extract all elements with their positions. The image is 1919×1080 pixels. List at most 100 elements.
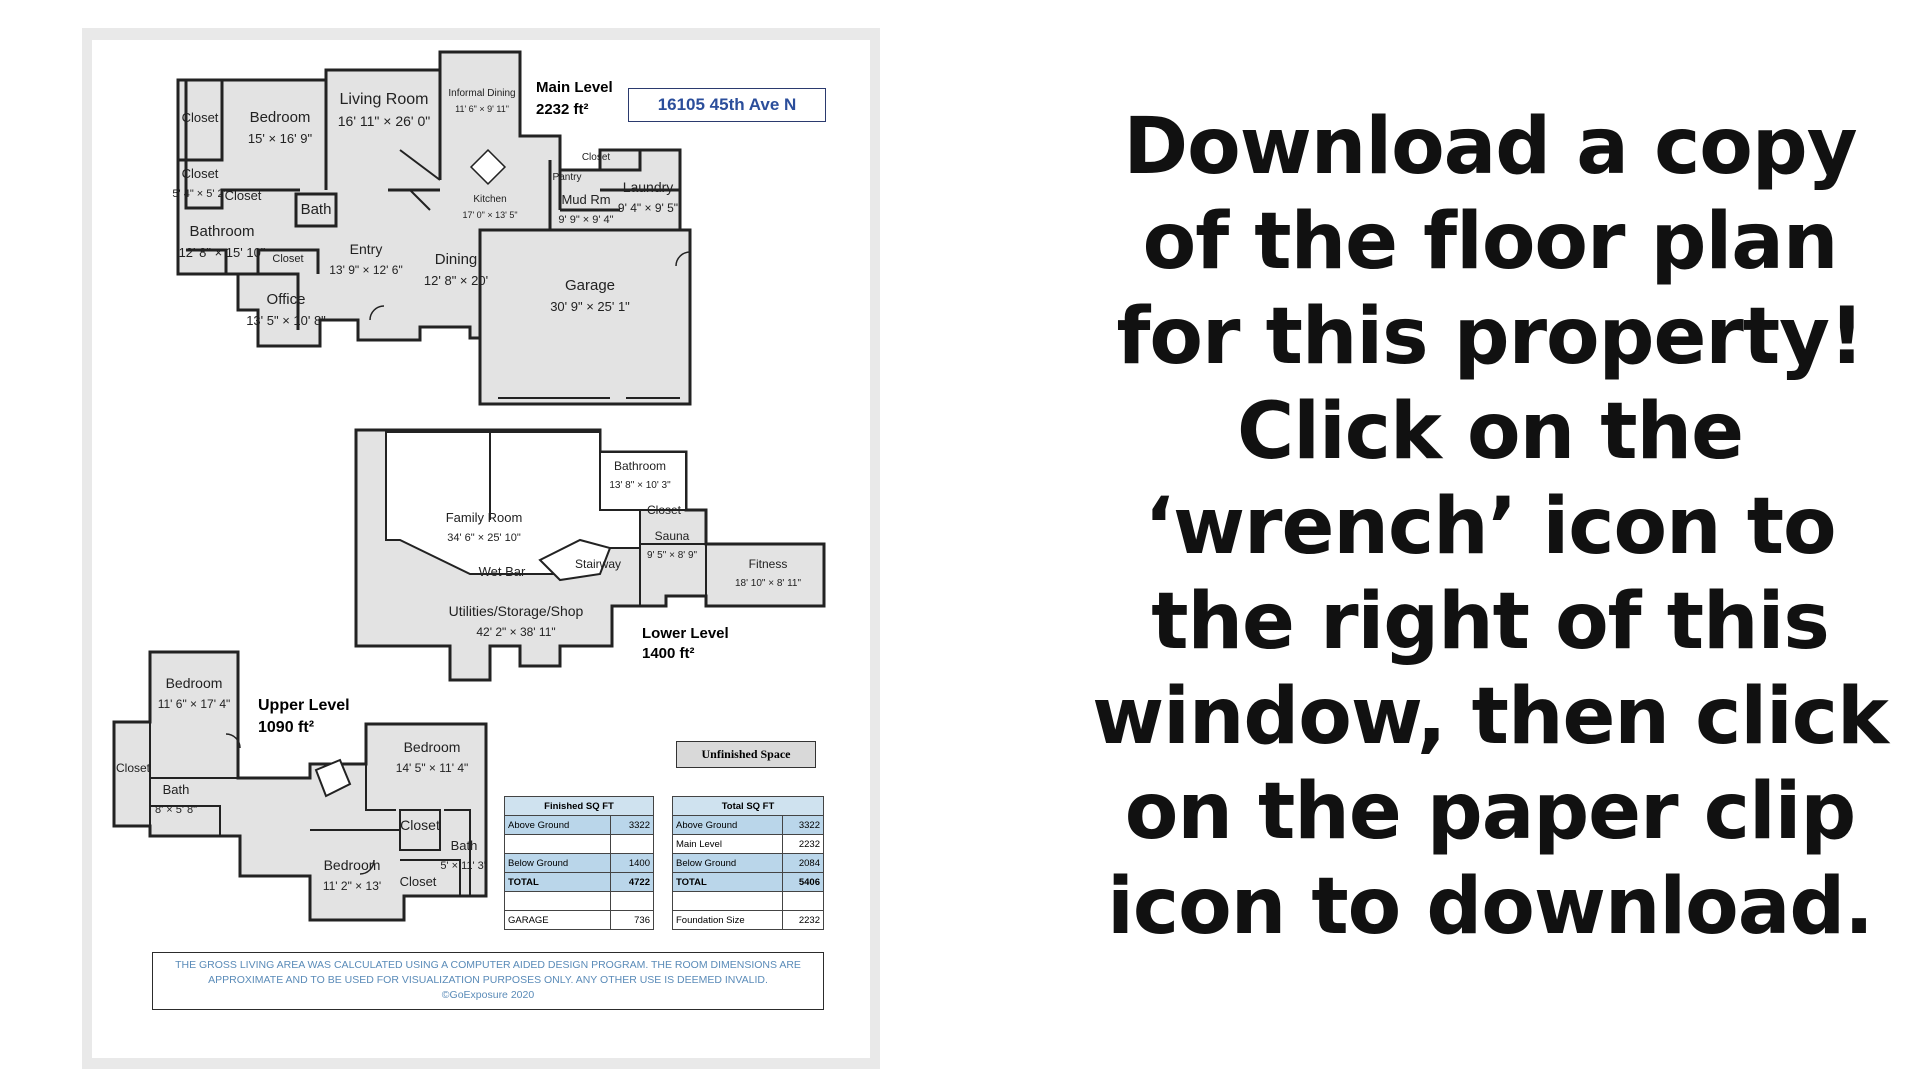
room-dims-up-bath-1: 8' × 5' 8" — [155, 804, 197, 816]
message-line: icon to download. — [1107, 862, 1874, 952]
table-cell-value — [609, 891, 654, 911]
room-label-utilities: Utilities/Storage/Shop — [449, 603, 584, 619]
upper-walls — [149, 722, 471, 896]
disclaimer-line-1: THE GROSS LIVING AREA WAS CALCULATED USI… — [175, 959, 801, 971]
table-cell-label: GARAGE — [504, 910, 611, 930]
garage-room — [478, 228, 692, 406]
room-dims-laundry: 9' 4" × 9' 5" — [618, 201, 678, 215]
disclaimer-copyright: ©GoExposure 2020 — [441, 989, 535, 1001]
table-cell-value: 4722 — [609, 872, 654, 892]
room-label-up-bath-2: Bath — [451, 838, 478, 853]
lower-level-area: 1400 ft² — [642, 645, 695, 662]
room-dims-up-bath-2: 5' × 11' 3" — [440, 860, 487, 872]
table-cell-label: TOTAL — [671, 872, 784, 892]
bath-closet-walls — [186, 248, 228, 274]
room-label-closet-e: Closet — [582, 152, 611, 163]
room-label-bath: Bath — [301, 201, 332, 218]
message-line: the right of this — [1151, 577, 1830, 667]
room-label-bedroom: Bedroom — [250, 109, 311, 126]
room-dims-fitness: 18' 10" × 8' 11" — [735, 578, 802, 589]
message-line: of the floor plan — [1142, 197, 1839, 287]
room-dims-garage: 30' 9" × 25' 1" — [550, 299, 630, 314]
main-level-area: 2232 ft² — [536, 101, 589, 118]
room-dims-mud-rm: 9' 9" × 9' 4" — [558, 214, 613, 226]
room-label-living-room: Living Room — [340, 91, 429, 108]
room-label-closet-a: Closet — [182, 110, 219, 125]
table-cell-label — [504, 834, 611, 854]
room-label-lower-bathroom: Bathroom — [614, 459, 666, 473]
room-label-closet-d: Closet — [272, 253, 303, 265]
room-label-closet-b: Closet — [182, 166, 219, 181]
table-cell-value: 3322 — [782, 815, 824, 835]
door-arc-garage — [675, 251, 691, 267]
room-label-stairway: Stairway — [575, 557, 621, 571]
table-header: Total SQ FT — [672, 796, 824, 816]
room-label-up-bedroom-1: Bedroom — [166, 675, 223, 691]
lower-level-name: Lower Level — [642, 625, 729, 642]
room-dims-up-bedroom-3: 11' 2" × 13' — [323, 879, 381, 893]
message-line: Download a copy — [1123, 102, 1857, 192]
room-dims-utilities: 42' 2" × 38' 11" — [476, 625, 555, 639]
room-label-laundry: Laundry — [623, 179, 674, 195]
legend-unfinished-space: Unfinished Space — [676, 741, 816, 768]
room-label-bathroom: Bathroom — [189, 223, 254, 240]
room-label-dining: Dining — [435, 251, 478, 268]
main-level-name: Main Level — [536, 79, 613, 96]
table-cell-value: 2232 — [782, 910, 824, 930]
table-cell-value: 3322 — [609, 815, 654, 835]
table-row — [504, 834, 654, 854]
living-walls — [324, 70, 442, 192]
property-address: 16105 45th Ave N — [628, 88, 826, 122]
room-label-lower-closet: Closet — [647, 503, 682, 517]
table-cell-label: TOTAL — [504, 872, 611, 892]
room-dims-informal-dining: 11' 6" × 9' 11" — [455, 104, 509, 114]
room-dims-up-bedroom-1: 11' 6" × 17' 4" — [158, 697, 231, 711]
upper-level-outline — [112, 650, 488, 922]
room-label-sauna: Sauna — [655, 529, 690, 543]
table-cell-value: 2084 — [782, 853, 824, 873]
room-label-up-closet-3: Closet — [400, 874, 437, 889]
room-label-closet-c: Closet — [225, 188, 262, 203]
table-cell-value: 736 — [609, 910, 654, 930]
room-label-mud-rm: Mud Rm — [561, 192, 610, 207]
room-dims-closet-b: 5' 4" × 5' 2" — [172, 188, 227, 200]
upper-level-name: Upper Level — [258, 697, 350, 714]
room-label-garage: Garage — [565, 277, 615, 294]
message-line: Click on the — [1237, 387, 1744, 477]
table-cell-value: 2232 — [782, 834, 824, 854]
room-dims-office: 13' 5" × 10' 8" — [246, 313, 326, 328]
table-cell-value: 5406 — [782, 872, 824, 892]
room-label-pantry: Pantry — [553, 172, 582, 183]
room-dims-entry: 13' 9" × 12' 6" — [329, 263, 403, 277]
main-stair — [399, 149, 441, 211]
room-dims-living-room: 16' 11" × 26' 0" — [338, 113, 431, 129]
upper-level-area: 1090 ft² — [258, 719, 314, 736]
table-cell-label: Above Ground — [504, 815, 611, 835]
main-bath-room — [294, 192, 338, 228]
room-label-up-closet-1: Closet — [116, 761, 151, 775]
room-label-fitness: Fitness — [749, 557, 788, 571]
upper-stair — [314, 758, 352, 798]
plan-disclaimer: THE GROSS LIVING AREA WAS CALCULATED USI… — [152, 952, 824, 1010]
room-dims-lower-bathroom: 13' 8" × 10' 3" — [609, 480, 671, 491]
door-arc-upper — [225, 733, 241, 749]
office-walls — [238, 248, 320, 330]
room-dims-bathroom: 12' 8" × 15' 10" — [179, 245, 266, 260]
room-label-informal-dining: Informal Dining — [448, 88, 515, 99]
message-line: for this property! — [1116, 292, 1864, 382]
table-cell-label: Foundation Size — [671, 910, 784, 930]
table-cell-label: Above Ground — [671, 815, 784, 835]
table-cell-label: Below Ground — [671, 853, 784, 873]
table-cell-value — [609, 834, 654, 854]
room-label-up-closet-2: Closet — [400, 817, 440, 833]
table-row — [504, 891, 654, 911]
room-label-up-bath-1: Bath — [163, 782, 190, 797]
